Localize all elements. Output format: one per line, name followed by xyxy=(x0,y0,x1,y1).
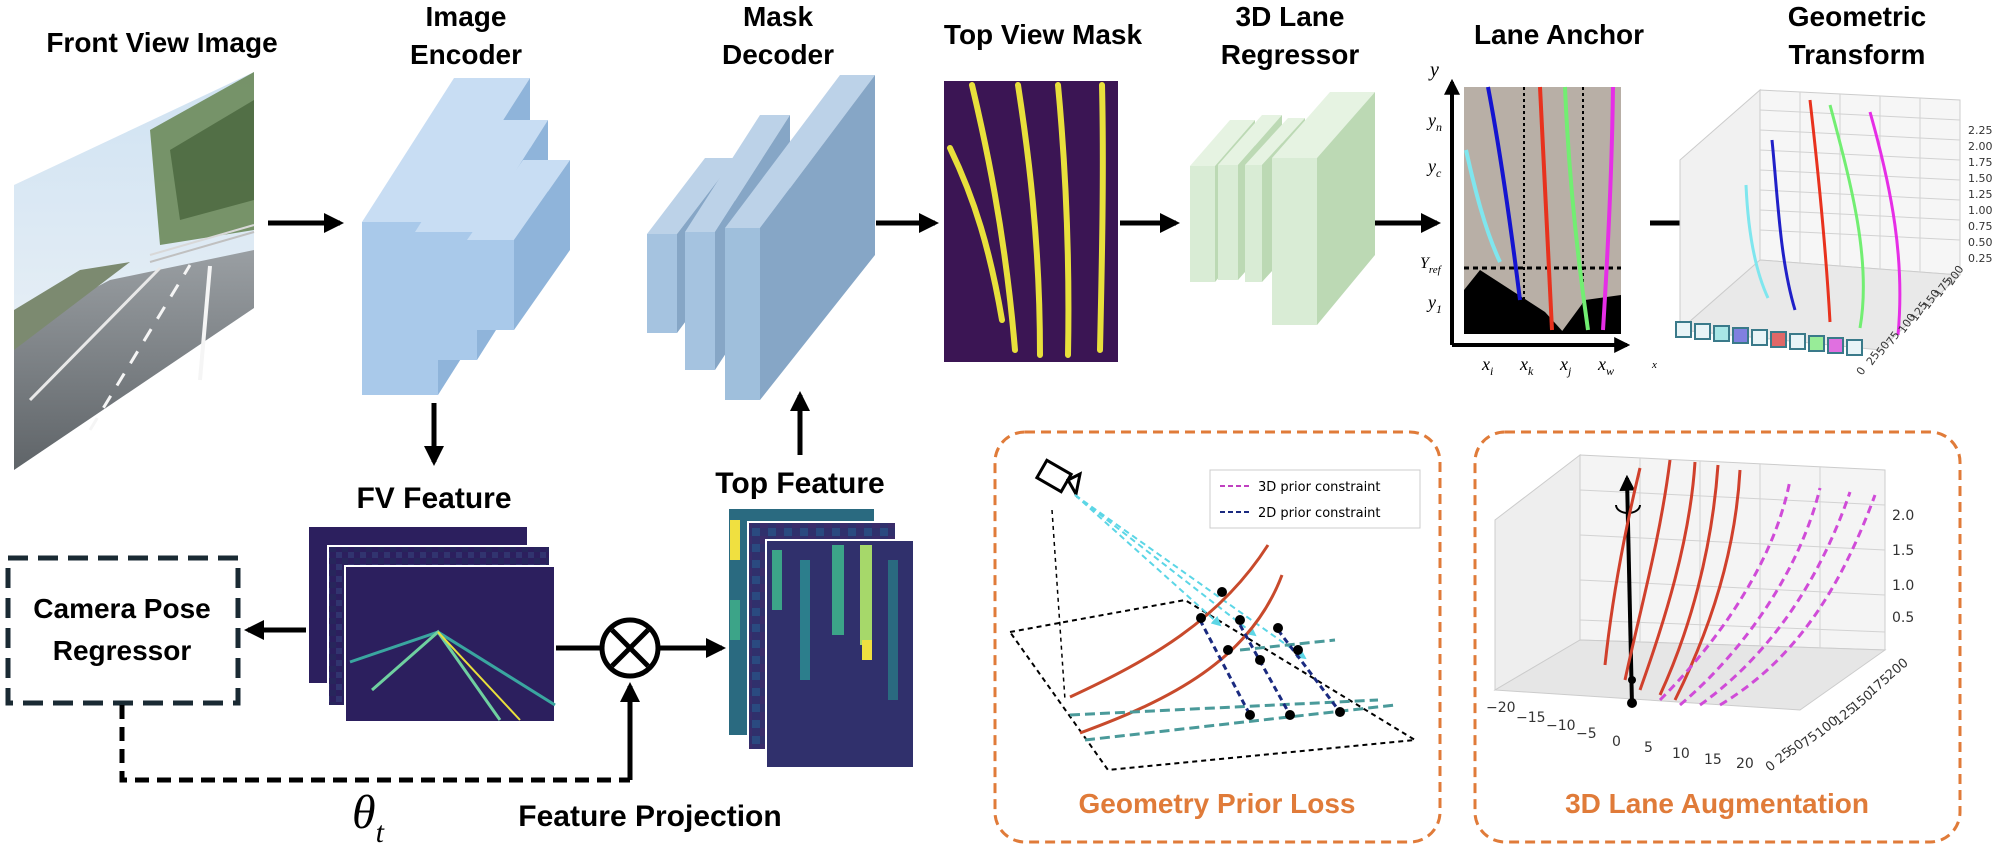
geometry-prior-loss-label: Geometry Prior Loss xyxy=(1079,788,1356,819)
tick-xi: x xyxy=(1481,354,1490,374)
tick-y1-sub: 1 xyxy=(1436,302,1442,316)
svg-text:−15: −15 xyxy=(1516,710,1546,726)
lane-anchor-group: Lane Anchor y yn yc Yref y1 xi xk xj xw … xyxy=(1420,19,1657,378)
svg-text:5: 5 xyxy=(1644,740,1653,756)
tick-xw-sub: w xyxy=(1606,364,1614,378)
camera-pose-regressor: Camera Pose Regressor xyxy=(5,555,241,706)
svg-text:0: 0 xyxy=(1612,734,1621,750)
svg-text:2.0: 2.0 xyxy=(1892,508,1914,524)
axis-x-label: x xyxy=(1651,359,1657,371)
svg-text:10: 10 xyxy=(1672,746,1690,762)
geo-z-ticks: 2.25 2.00 1.75 1.50 1.25 1.00 0.75 0.50 … xyxy=(1968,124,1993,265)
mask-lanes xyxy=(947,82,1106,358)
front-view-image-label: Front View Image xyxy=(46,27,277,58)
front-view-image-group: Front View Image xyxy=(14,27,278,470)
svg-text:20: 20 xyxy=(1736,756,1754,772)
otimes-operator xyxy=(599,617,661,679)
svg-text:yc: yc xyxy=(1426,156,1442,180)
svg-text:15: 15 xyxy=(1704,752,1722,768)
svg-text:2.25: 2.25 xyxy=(1968,124,1993,137)
image-encoder-label-1: Image xyxy=(426,1,507,32)
svg-text:yn: yn xyxy=(1426,110,1442,134)
geometric-transform-label-2: Transform xyxy=(1789,39,1926,70)
tick-xj: x xyxy=(1559,354,1568,374)
svg-text:1.0: 1.0 xyxy=(1892,578,1914,594)
top-feature-label: Top Feature xyxy=(715,467,884,500)
tick-yc-sub: c xyxy=(1436,166,1442,180)
legend-3d: 3D prior constraint xyxy=(1258,480,1381,495)
tick-yref-sub: ref xyxy=(1429,264,1443,276)
mask-decoder: Mask Decoder xyxy=(647,1,875,400)
svg-text:xk: xk xyxy=(1519,354,1534,378)
tick-yn-sub: n xyxy=(1436,120,1442,134)
geometric-transform-label-1: Geometric xyxy=(1788,1,1927,32)
mask-decoder-label-2: Decoder xyxy=(722,39,834,70)
tick-xw: x xyxy=(1597,354,1606,374)
svg-text:−20: −20 xyxy=(1486,700,1516,716)
lane-regressor-label-1: 3D Lane xyxy=(1236,1,1345,32)
lane-regressor-label-2: Regressor xyxy=(1221,39,1360,70)
tick-yc: y xyxy=(1426,156,1436,176)
axis-y-label: y xyxy=(1428,59,1439,81)
lane-regressor: 3D Lane Regressor xyxy=(1190,1,1375,325)
tick-yref: Y xyxy=(1420,255,1431,272)
image-encoder-label-2: Encoder xyxy=(410,39,522,70)
anchor-squares xyxy=(1675,321,1863,356)
svg-text:0: 0 xyxy=(1854,365,1869,378)
image-encoder: Image Encoder xyxy=(362,1,570,395)
fv-feature-label: FV Feature xyxy=(356,482,511,515)
svg-text:xi: xi xyxy=(1481,354,1493,378)
camera-icon xyxy=(1034,458,1083,499)
tick-xj-sub: j xyxy=(1566,364,1572,378)
svg-text:1.00: 1.00 xyxy=(1968,204,1993,217)
legend-2d: 2D prior constraint xyxy=(1258,506,1381,521)
svg-text:xw: xw xyxy=(1597,354,1614,378)
svg-text:2.00: 2.00 xyxy=(1968,140,1993,153)
svg-text:1.5: 1.5 xyxy=(1892,543,1914,559)
fv-feature-group: FV Feature xyxy=(307,482,556,723)
svg-text:0.75: 0.75 xyxy=(1968,220,1993,233)
svg-text:−5: −5 xyxy=(1576,726,1597,742)
svg-text:1.50: 1.50 xyxy=(1968,172,1993,185)
front-view-photo xyxy=(14,72,255,470)
svg-text:1.25: 1.25 xyxy=(1968,188,1993,201)
aug-z-ticks: 2.0 1.5 1.0 0.5 xyxy=(1892,508,1914,626)
aug-x-ticks: −20 −15 −10 −5 0 5 10 15 20 xyxy=(1486,700,1754,772)
geometry-prior-loss-panel: Geometry Prior Loss xyxy=(993,430,1442,844)
tick-y1: y xyxy=(1426,292,1436,312)
top-view-mask-group: Top View Mask xyxy=(944,19,1143,362)
svg-text:0.50: 0.50 xyxy=(1968,236,1993,249)
tick-yn: y xyxy=(1426,110,1436,130)
camera-pose-label-1: Camera Pose xyxy=(33,593,210,624)
svg-text:y1: y1 xyxy=(1426,292,1442,316)
svg-text:−10: −10 xyxy=(1546,718,1576,734)
pose-dashed-path xyxy=(119,705,630,783)
top-view-mask-label: Top View Mask xyxy=(944,19,1143,50)
feature-projection-label: Feature Projection xyxy=(518,800,781,833)
lane-augmentation-panel: 3D Lane Augmentation xyxy=(1473,430,1962,844)
svg-text:0.25: 0.25 xyxy=(1968,252,1993,265)
tick-xk: x xyxy=(1519,354,1528,374)
camera-pose-label-2: Regressor xyxy=(53,635,192,666)
top-view-mask-image xyxy=(944,81,1118,362)
top-feature-group: Top Feature xyxy=(715,467,915,769)
tick-xk-sub: k xyxy=(1528,364,1534,378)
mask-decoder-label-1: Mask xyxy=(743,1,813,32)
lane-anchor-label: Lane Anchor xyxy=(1474,19,1644,50)
svg-text:0.5: 0.5 xyxy=(1892,610,1914,626)
lane-augmentation-label: 3D Lane Augmentation xyxy=(1565,788,1869,819)
legend: 3D prior constraint 2D prior constraint xyxy=(1209,469,1421,529)
theta-symbol: θt xyxy=(352,786,385,849)
tick-xi-sub: i xyxy=(1490,364,1493,378)
svg-text:xj: xj xyxy=(1559,354,1572,378)
svg-text:Yref: Yref xyxy=(1420,255,1443,276)
geometric-transform-group: Geometric Transform xyxy=(1675,1,1993,378)
svg-text:1.75: 1.75 xyxy=(1968,156,1993,169)
